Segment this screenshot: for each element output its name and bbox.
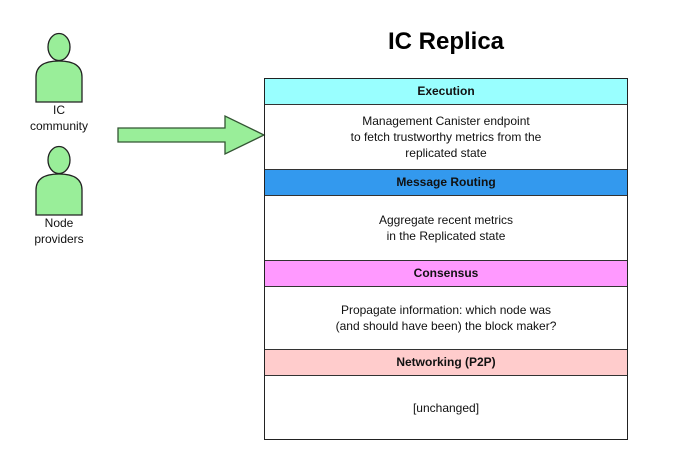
actor-label-line: community xyxy=(29,119,88,133)
layer-header-networking: Networking (P2P) xyxy=(265,350,627,376)
actor-label-node-providers: Node providers xyxy=(14,215,104,247)
person-icon-node-providers xyxy=(35,145,83,216)
actor-label-line: Node xyxy=(44,216,74,230)
layer-text-line: Aggregate recent metrics xyxy=(378,213,514,227)
layer-header-message-routing: Message Routing xyxy=(265,170,627,196)
layer-header-execution: Execution xyxy=(265,79,627,105)
layer-text-line: [unchanged] xyxy=(412,400,480,415)
layer-body-message-routing: Aggregate recent metrics in the Replicat… xyxy=(265,196,627,261)
layer-text-line: Management Canister endpoint xyxy=(362,114,530,128)
layer-text-line: in the Replicated state xyxy=(386,229,506,243)
actor-label-line: providers xyxy=(34,232,84,246)
layer-text-line: Propagate information: which node was xyxy=(340,303,552,317)
person-icon-ic-community xyxy=(35,32,83,103)
layer-header-consensus: Consensus xyxy=(265,261,627,287)
layer-text-line: to fetch trustworthy metrics from the xyxy=(350,130,542,144)
actor-label-ic-community: IC community xyxy=(14,102,104,134)
layer-text-line: (and should have been) the block maker? xyxy=(335,319,557,333)
layer-body-networking: [unchanged] xyxy=(265,376,627,439)
layer-body-execution: Management Canister endpoint to fetch tr… xyxy=(265,105,627,170)
layer-body-consensus: Propagate information: which node was (a… xyxy=(265,287,627,350)
diagram-title: IC Replica xyxy=(387,28,505,55)
actor-label-line: IC xyxy=(53,103,65,117)
replica-layer-stack: Execution Management Canister endpoint t… xyxy=(264,78,628,440)
layer-text-line: replicated state xyxy=(405,146,487,160)
arrow-right-icon xyxy=(117,114,266,156)
